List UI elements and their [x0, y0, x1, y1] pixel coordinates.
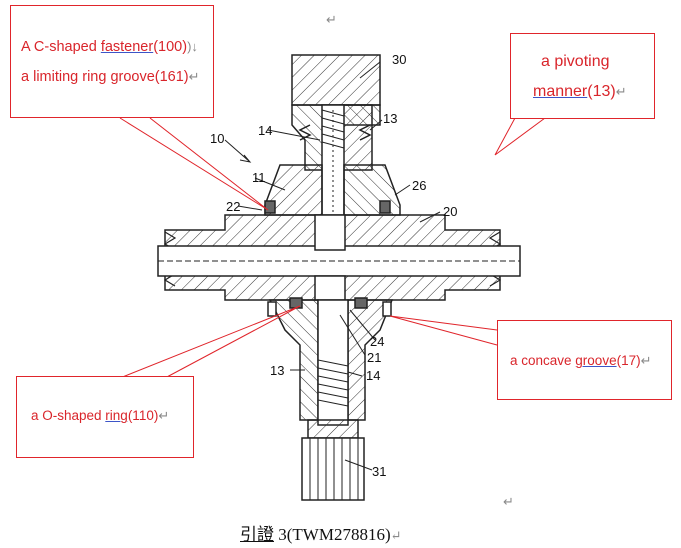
- part-label-10: 10: [210, 131, 225, 146]
- part-label-24: 24: [370, 334, 385, 349]
- o-shaped-ring-text: a O-shaped ring(110)↵: [31, 408, 170, 423]
- lower-knob-31: [301, 419, 365, 501]
- figure-caption: 引證 3(TWM278816)↵: [240, 525, 402, 544]
- upper-stem-14: [321, 104, 345, 226]
- part-label-31: 31: [372, 464, 387, 479]
- main-body-20: [157, 214, 521, 301]
- part-label-14-lower: 14: [366, 368, 381, 383]
- lower-bonnet-13: [267, 297, 394, 421]
- black-leader-lines: [224, 61, 441, 471]
- limiting-ring-groove-text: a limiting ring groove(161)↵: [21, 69, 200, 85]
- paragraph-mark-bottom: ↵: [503, 494, 514, 509]
- callout-o-shaped-ring: a O-shaped ring(110)↵: [16, 376, 194, 458]
- part-label-11: 11: [252, 170, 266, 185]
- callout-concave-groove: a concave groove(17)↵: [497, 320, 672, 400]
- callout-c-shaped-fastener: A C-shaped fastener(100))↓ a limiting ri…: [10, 5, 214, 118]
- paragraph-mark-top: ↵: [326, 12, 337, 27]
- part-label-21: 21: [367, 350, 382, 365]
- manner-text: manner(13)↵: [533, 83, 627, 100]
- part-label-13-lower: 13: [270, 363, 285, 378]
- c-shaped-fastener-text: A C-shaped fastener(100))↓: [21, 39, 198, 55]
- part-label-22: 22: [226, 199, 241, 214]
- upper-bonnet-11: [264, 164, 401, 216]
- red-callout-leaders: [119, 117, 546, 379]
- part-label-13: 13: [383, 111, 398, 126]
- part-label-30: 30: [392, 52, 407, 67]
- part-label-14: 14: [258, 123, 273, 138]
- callout-pivoting-manner: a pivoting manner(13)↵: [510, 33, 655, 119]
- concave-groove-text: a concave groove(17)↵: [510, 353, 652, 368]
- part-label-26: 26: [412, 178, 427, 193]
- pivoting-text: a pivoting: [541, 53, 610, 70]
- lower-stem-14: [317, 299, 349, 426]
- part-label-20: 20: [443, 204, 458, 219]
